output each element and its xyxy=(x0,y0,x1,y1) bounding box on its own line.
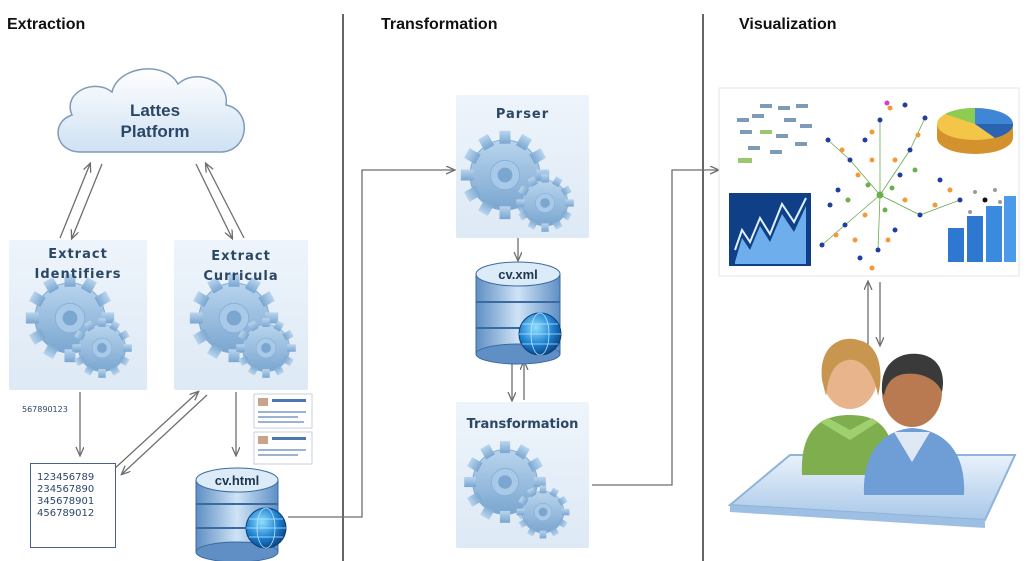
section-title-extraction: Extraction xyxy=(7,16,86,33)
extract-identifiers-label: Extract Identifiers xyxy=(9,245,147,285)
cloud-icon xyxy=(57,68,245,153)
identifier-item: 234567890 xyxy=(37,484,95,495)
arrow xyxy=(206,164,245,239)
arrow xyxy=(288,170,454,518)
section-title-transformation: Transformation xyxy=(381,16,498,33)
arrow xyxy=(59,164,90,239)
arrow xyxy=(195,163,232,238)
transformation-label: Transformation xyxy=(466,417,579,432)
identifier-list-box: 123456789 234567890 345678901 456789012 xyxy=(30,463,116,548)
users-icon xyxy=(727,338,1017,528)
extract-curricula-line1: Extract xyxy=(211,249,271,264)
identifier-item: 345678901 xyxy=(37,496,95,507)
lattes-platform-label: Lattes Platform xyxy=(100,100,210,142)
cv-html-label: cv.html xyxy=(215,473,260,488)
arrow xyxy=(72,163,103,238)
identifier-item: 456789012 xyxy=(37,508,95,519)
globe-icon xyxy=(518,312,562,356)
arrow xyxy=(592,170,718,486)
visualization-collage xyxy=(718,87,1020,277)
arrow xyxy=(112,392,198,471)
cloud-label-line1: Lattes xyxy=(129,101,181,120)
cloud-label-line2: Platform xyxy=(120,122,190,141)
extract-identifiers-line1: Extract xyxy=(48,247,108,262)
single-identifier: 567890123 xyxy=(22,405,68,414)
cv-xml-label: cv.xml xyxy=(498,267,538,282)
parser-label: Parser xyxy=(495,107,550,122)
section-title-visualization: Visualization xyxy=(739,16,837,33)
globe-icon xyxy=(245,507,287,549)
arrow xyxy=(122,394,208,474)
database-icon: cv.html xyxy=(195,467,279,561)
extract-identifiers-line2: Identifiers xyxy=(34,267,122,282)
identifier-item: 123456789 xyxy=(37,472,95,483)
document-thumbnail-icon xyxy=(253,393,313,465)
extract-curricula-label: Extract Curricula xyxy=(174,247,308,287)
extract-curricula-line2: Curricula xyxy=(203,269,279,284)
